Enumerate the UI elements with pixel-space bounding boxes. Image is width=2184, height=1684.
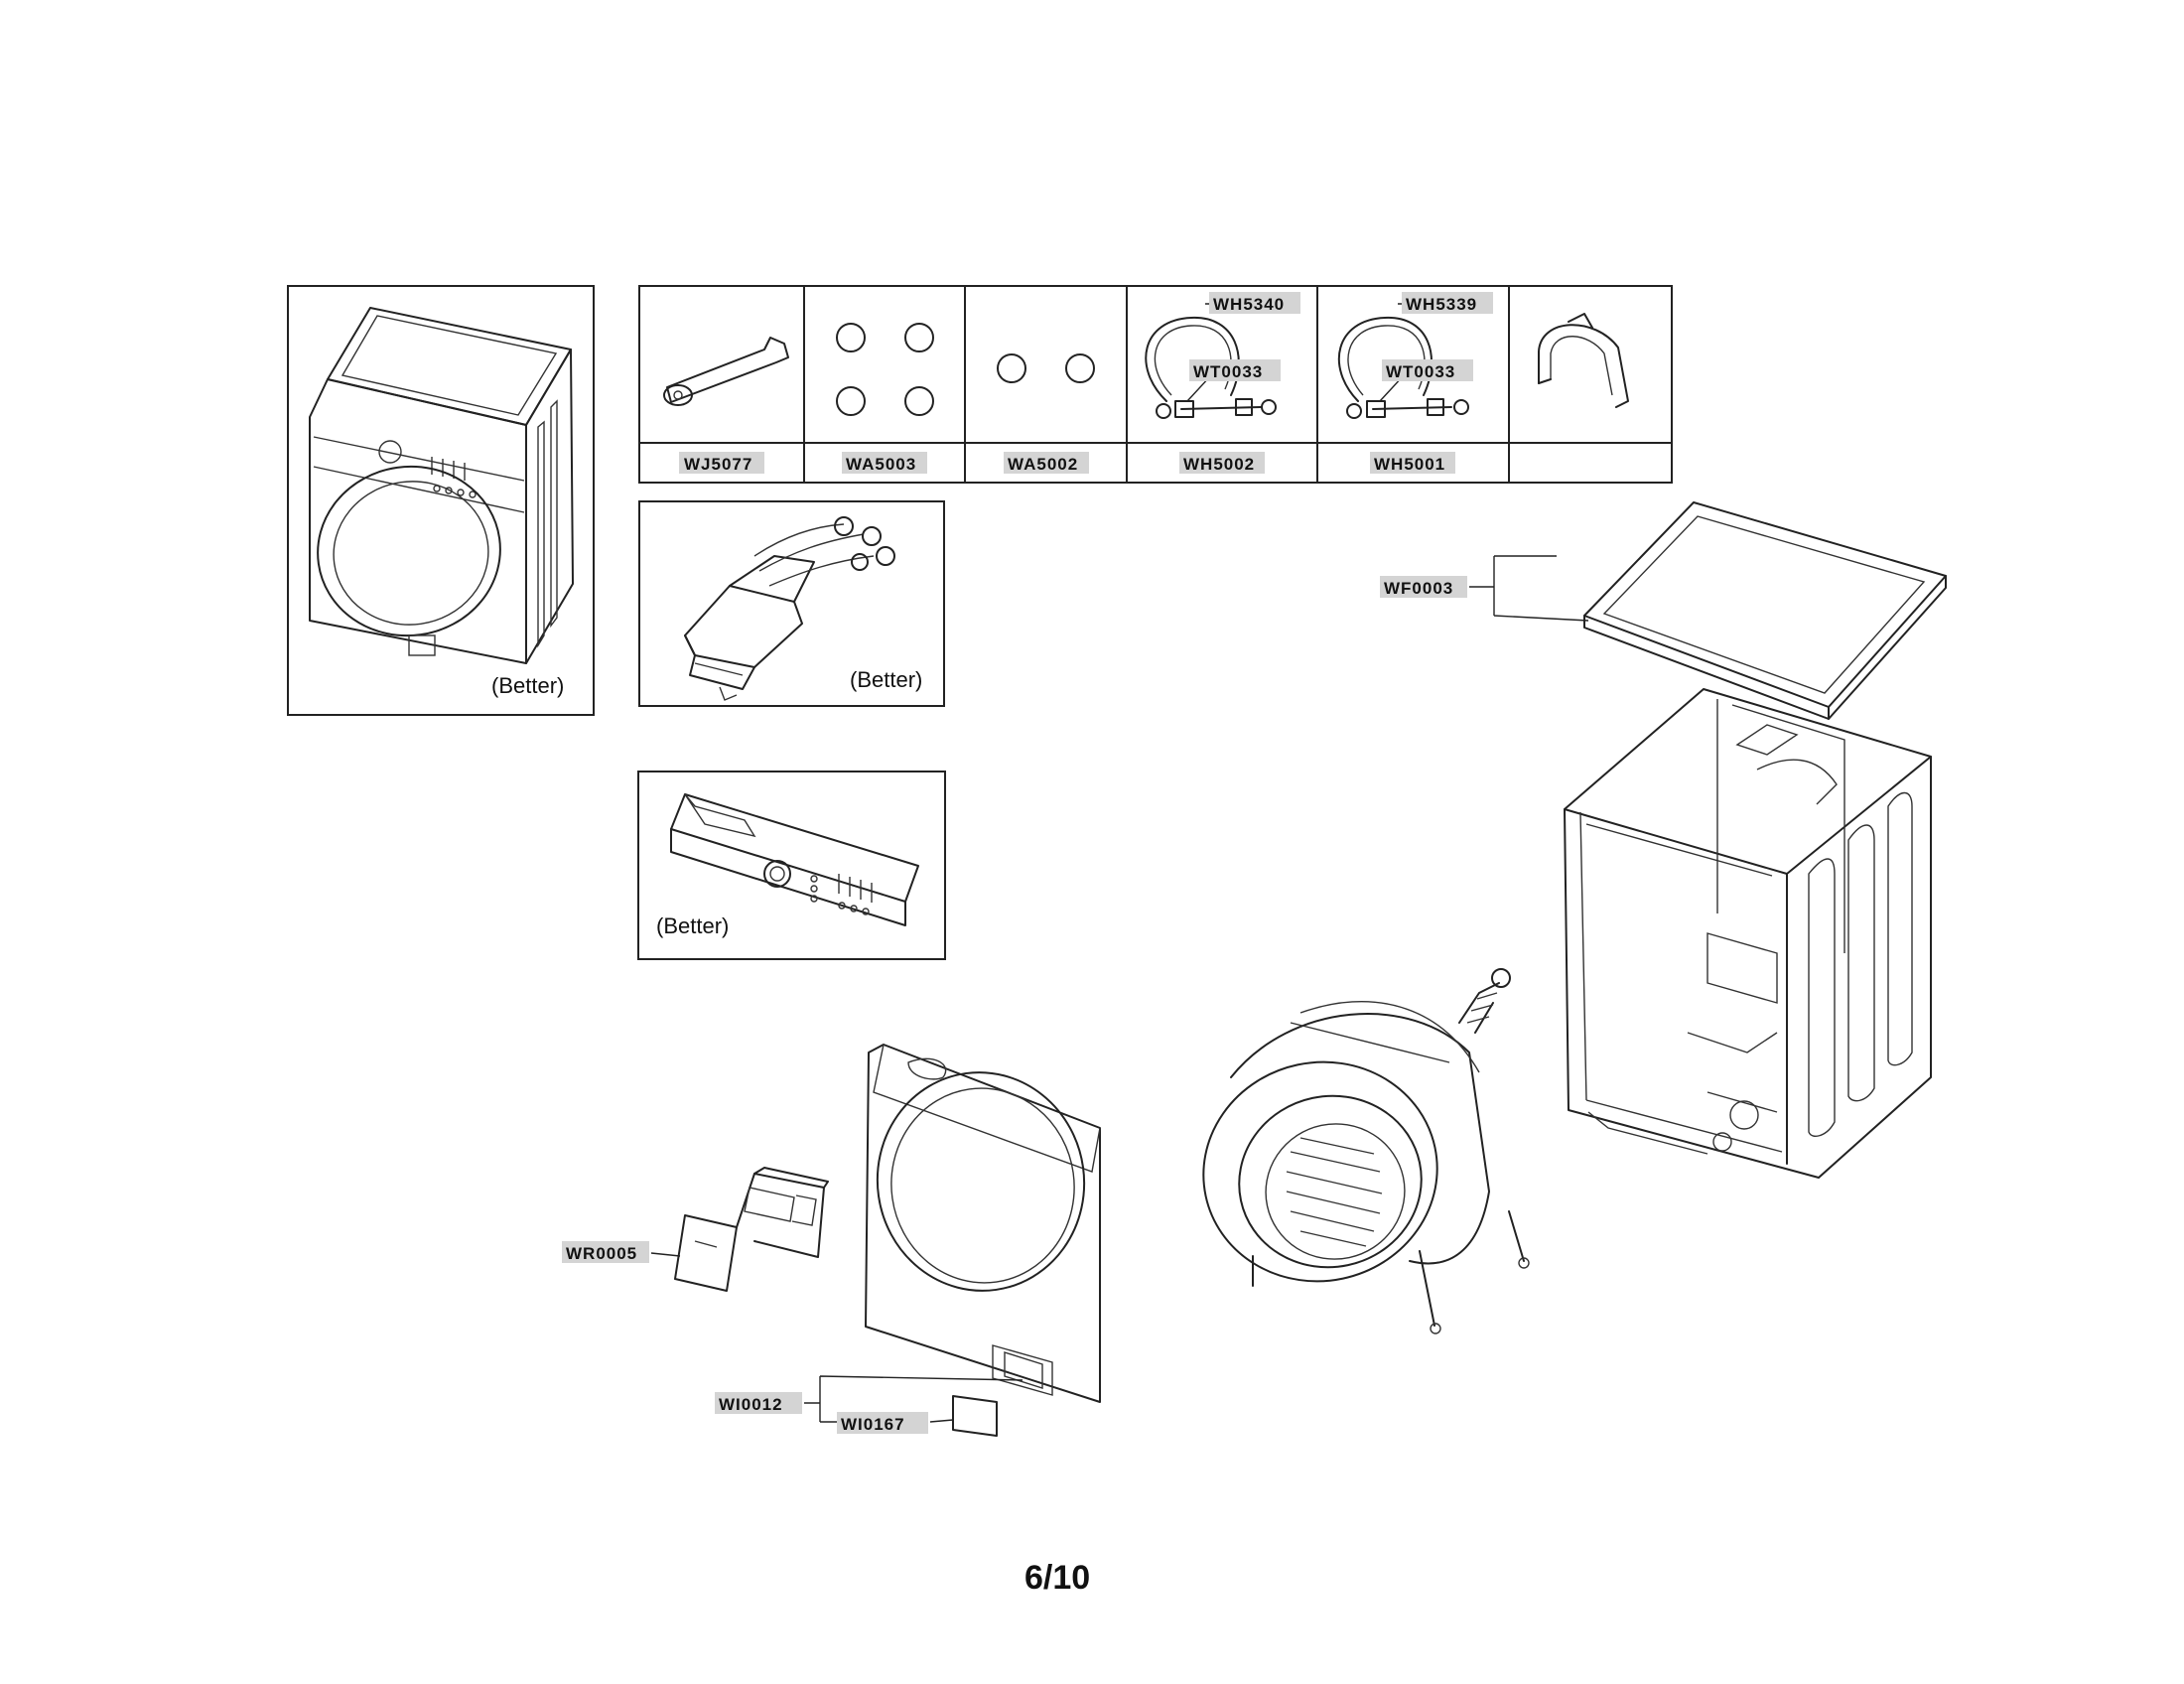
filter-cover-group-part-code: WI0012 (719, 1395, 783, 1414)
inlet-hose-icon (1145, 303, 1277, 419)
washer-part-code: WT0033 (1193, 362, 1263, 381)
washer-variant-label: (Better) (491, 673, 564, 698)
washer-part-code: WT0033 (1386, 362, 1455, 381)
spanner-icon (663, 337, 789, 406)
control-panel-icon (670, 793, 919, 926)
front-panel-icon (865, 1044, 1101, 1403)
four-caps-icon (836, 323, 934, 416)
part-code: WH5002 (1183, 455, 1255, 474)
detergent-drawer-group: WR0005 (562, 1167, 829, 1292)
control-panel-variant-label: (Better) (656, 913, 729, 938)
top-cover-icon (1583, 501, 1947, 720)
dispenser-housing-panel: (Better) (638, 500, 945, 707)
washer-overview-panel: (Better) (287, 285, 595, 716)
top-cover-group: WF0003 (1380, 501, 1947, 720)
filter-cover-icon (952, 1395, 998, 1437)
two-caps-icon (997, 353, 1095, 383)
detergent-drawer-icon (674, 1167, 829, 1292)
dispenser-housing-icon (684, 516, 895, 701)
part-code: WH5001 (1374, 455, 1445, 474)
hose-part-code: WH5340 (1213, 295, 1285, 314)
accessory-strip: WH5340 WT0033 WH5339 WT0033 WJ5077 WA500… (638, 285, 1673, 484)
page-number: 6/10 (1024, 1559, 1090, 1597)
control-panel-panel: (Better) (637, 771, 946, 960)
part-code: WA5003 (846, 455, 916, 474)
part-code: WJ5077 (684, 455, 752, 474)
hose-part-code: WH5339 (1406, 295, 1477, 314)
cabinet-icon (1564, 688, 1932, 1179)
washer-icon (309, 307, 574, 664)
dispenser-housing-variant-label: (Better) (850, 667, 922, 692)
filter-cover-part-code: WI0167 (841, 1415, 905, 1434)
front-panel-group: WI0012 WI0167 (715, 1044, 1101, 1437)
detergent-drawer-part-code: WR0005 (566, 1244, 637, 1263)
tub-assembly-icon (1202, 968, 1530, 1334)
part-code: WA5002 (1008, 455, 1078, 474)
top-cover-part-code: WF0003 (1384, 579, 1453, 598)
hose-guide-icon (1538, 313, 1629, 408)
